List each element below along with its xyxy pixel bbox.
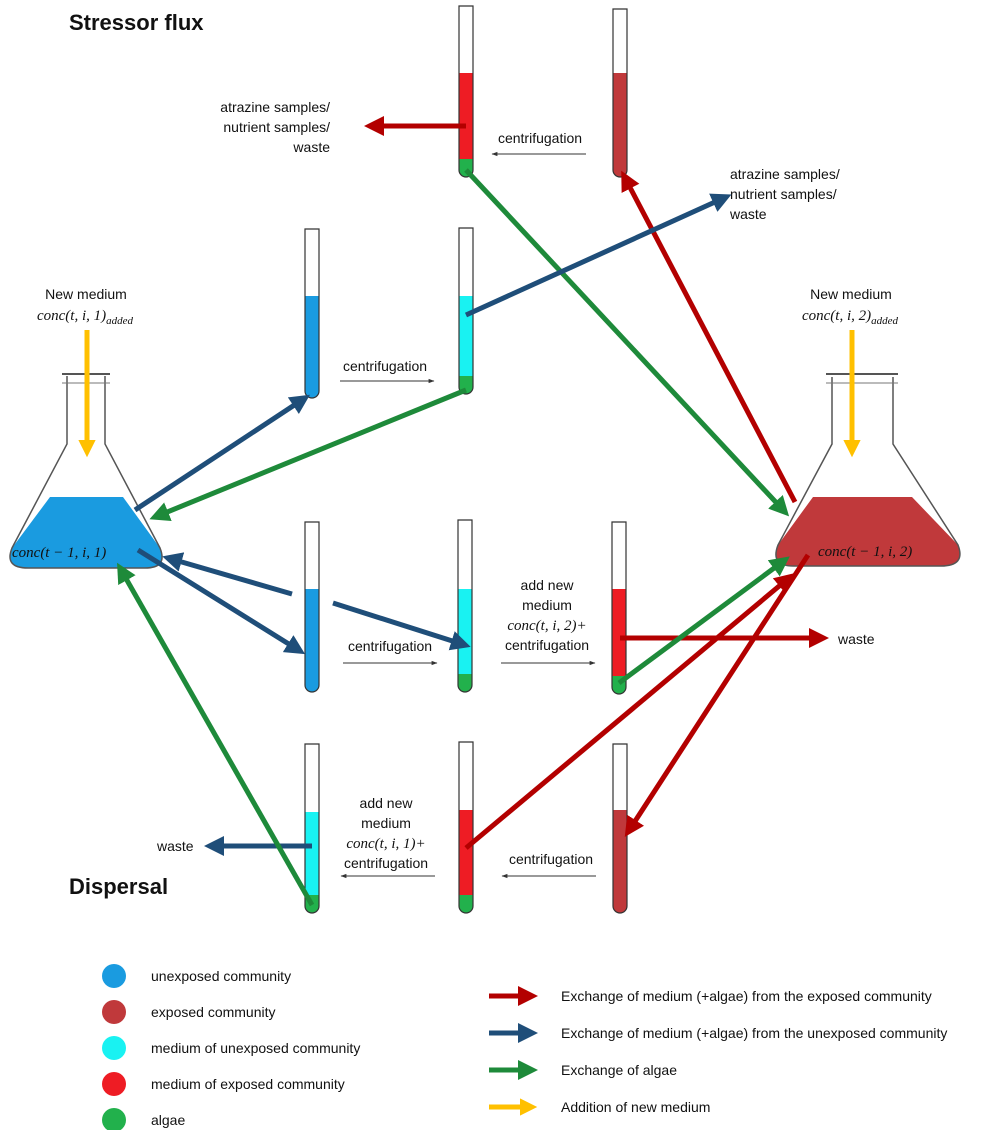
arrow-green-top-to-flask <box>464 168 790 517</box>
legend-swatch <box>102 1000 126 1024</box>
legend-label: Addition of new medium <box>561 1099 710 1115</box>
samples-right-2: nutrient samples/ <box>730 186 837 202</box>
waste-right: waste <box>837 631 875 647</box>
legend-label: Exchange of medium (+algae) from the exp… <box>561 988 932 1004</box>
tube-bottom-medium <box>304 743 320 914</box>
add-new-left-1: add new <box>360 795 414 811</box>
flask-right <box>775 330 961 567</box>
title-dispersal: Dispersal <box>69 874 168 899</box>
tube-top-centrifuged <box>458 5 474 178</box>
arrow-green-bottom-to-flask <box>117 562 315 907</box>
flask-right-content: conc(t − 1, i, 2) <box>818 544 912 560</box>
added-conc-right: conc(t, i, 2)added <box>802 308 899 327</box>
legend-item: unexposed community <box>102 964 291 988</box>
legend-item: Exchange of medium (+algae) from the une… <box>489 1023 947 1043</box>
centrifugation-label-upper: centrifugation <box>343 358 427 374</box>
legend-label: unexposed community <box>151 968 291 984</box>
add-new-right-1: add new <box>521 577 575 593</box>
samples-right-3: waste <box>729 206 767 222</box>
arrow-blue-tube-to-flask <box>162 552 293 597</box>
legend-swatch <box>102 1108 126 1130</box>
centrifugation-label-top: centrifugation <box>498 130 582 146</box>
title-stressor-flux: Stressor flux <box>69 10 204 35</box>
centrifugation-label-middle: centrifugation <box>348 638 432 654</box>
add-new-right-2: medium <box>522 597 572 613</box>
added-conc-left: conc(t, i, 1)added <box>37 308 134 327</box>
legend-item: exposed community <box>102 1000 276 1024</box>
arrow-blue-to-samples <box>464 193 732 318</box>
legend-right: Exchange of medium (+algae) from the exp… <box>489 986 947 1116</box>
tube-middle-centrifuged <box>457 519 473 693</box>
arrow-green-middle-to-flask <box>617 556 790 686</box>
add-new-left-4: centrifugation <box>344 855 428 871</box>
tube-upper-unexposed <box>304 228 320 399</box>
tube-top-exposed <box>612 8 628 178</box>
add-new-left-2: medium <box>361 815 411 831</box>
tube-bottom-centrifuged <box>458 741 474 914</box>
add-new-right-3: conc(t, i, 2)+ <box>507 618 586 634</box>
flask-left-content: conc(t − 1, i, 1) <box>12 545 106 561</box>
legend-label: algae <box>151 1112 185 1128</box>
waste-left: waste <box>156 838 194 854</box>
samples-left-2: nutrient samples/ <box>223 119 330 135</box>
tube-bottom-exposed <box>612 743 628 914</box>
arrow-blue-flask-to-upper <box>133 394 311 513</box>
legend-swatch <box>102 964 126 988</box>
flask-left <box>9 330 163 569</box>
samples-left-3: waste <box>292 139 330 155</box>
legend-label: medium of unexposed community <box>151 1040 360 1056</box>
tube-middle-exposed <box>611 521 627 695</box>
samples-right-1: atrazine samples/ <box>730 166 840 182</box>
new-medium-right: New medium <box>810 286 892 302</box>
new-medium-left: New medium <box>45 286 127 302</box>
legend-left: unexposed community exposed community medi… <box>102 964 360 1130</box>
samples-left-1: atrazine samples/ <box>220 99 330 115</box>
legend-item: medium of exposed community <box>102 1072 345 1096</box>
legend-swatch <box>102 1072 126 1096</box>
add-new-left-3: conc(t, i, 1)+ <box>346 836 425 852</box>
add-new-right-4: centrifugation <box>505 637 589 653</box>
tube-middle-unexposed <box>304 521 320 693</box>
arrow-red-flask-to-top <box>621 170 798 504</box>
legend-label: Exchange of medium (+algae) from the une… <box>561 1025 947 1041</box>
legend-label: medium of exposed community <box>151 1076 345 1092</box>
centrifugation-label-bottom: centrifugation <box>509 851 593 867</box>
legend-item: Addition of new medium <box>489 1098 710 1116</box>
arrow-blue-flask-to-middle <box>136 547 306 655</box>
legend-item: Exchange of medium (+algae) from the exp… <box>489 986 932 1006</box>
arrow-red-flask-to-bottom <box>624 553 811 838</box>
legend-item: Exchange of algae <box>489 1060 677 1080</box>
legend-item: algae <box>102 1108 185 1130</box>
legend-swatch <box>102 1036 126 1060</box>
arrow-green-upper-to-flask <box>149 387 467 521</box>
legend-item: medium of unexposed community <box>102 1036 360 1060</box>
legend-label: exposed community <box>151 1004 276 1020</box>
arrow-red-bottom-to-flask <box>464 573 795 850</box>
arrow-blue-center-tube <box>332 600 471 651</box>
legend-label: Exchange of algae <box>561 1062 677 1078</box>
